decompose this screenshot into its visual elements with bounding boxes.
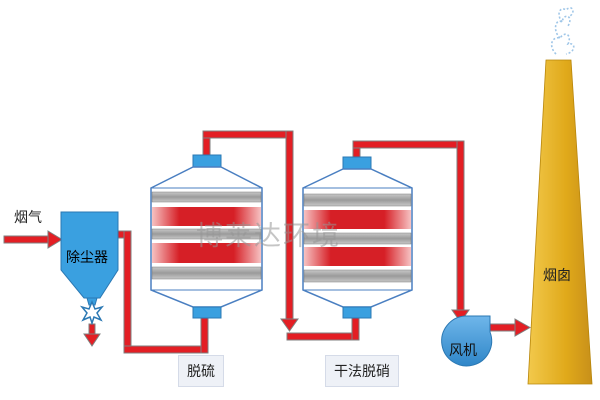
inlet-arrow-icon [3,230,63,249]
pipe-denitration-to-fan [352,140,470,323]
smoke-icon [550,7,575,55]
chimney-label: 烟囱 [543,268,571,284]
fan-icon [441,315,493,367]
discharge-arrow-icon [83,323,101,347]
chimney [527,59,593,385]
dust-collector-label: 除尘器 [66,250,108,266]
watermark-text: 博莱达环境 [196,221,341,252]
dry-denitration-tower [302,156,413,319]
fan-label: 风机 [449,343,477,359]
pipe-desulfurization-to-denitration [202,130,299,332]
pipe-denitration-return [286,317,360,341]
dry-denitration-label: 干法脱硝 [325,355,399,387]
desulfurization-label: 脱硫 [178,355,224,387]
pipe-dust-to-desulfurization [117,230,209,354]
pipe-network [3,130,532,354]
pipe-fan-to-chimney [486,318,532,337]
starburst-icon [79,300,105,326]
flue-gas-label: 烟气 [14,210,42,226]
dust-collector [60,211,119,326]
desulfurization-tower [150,154,263,319]
